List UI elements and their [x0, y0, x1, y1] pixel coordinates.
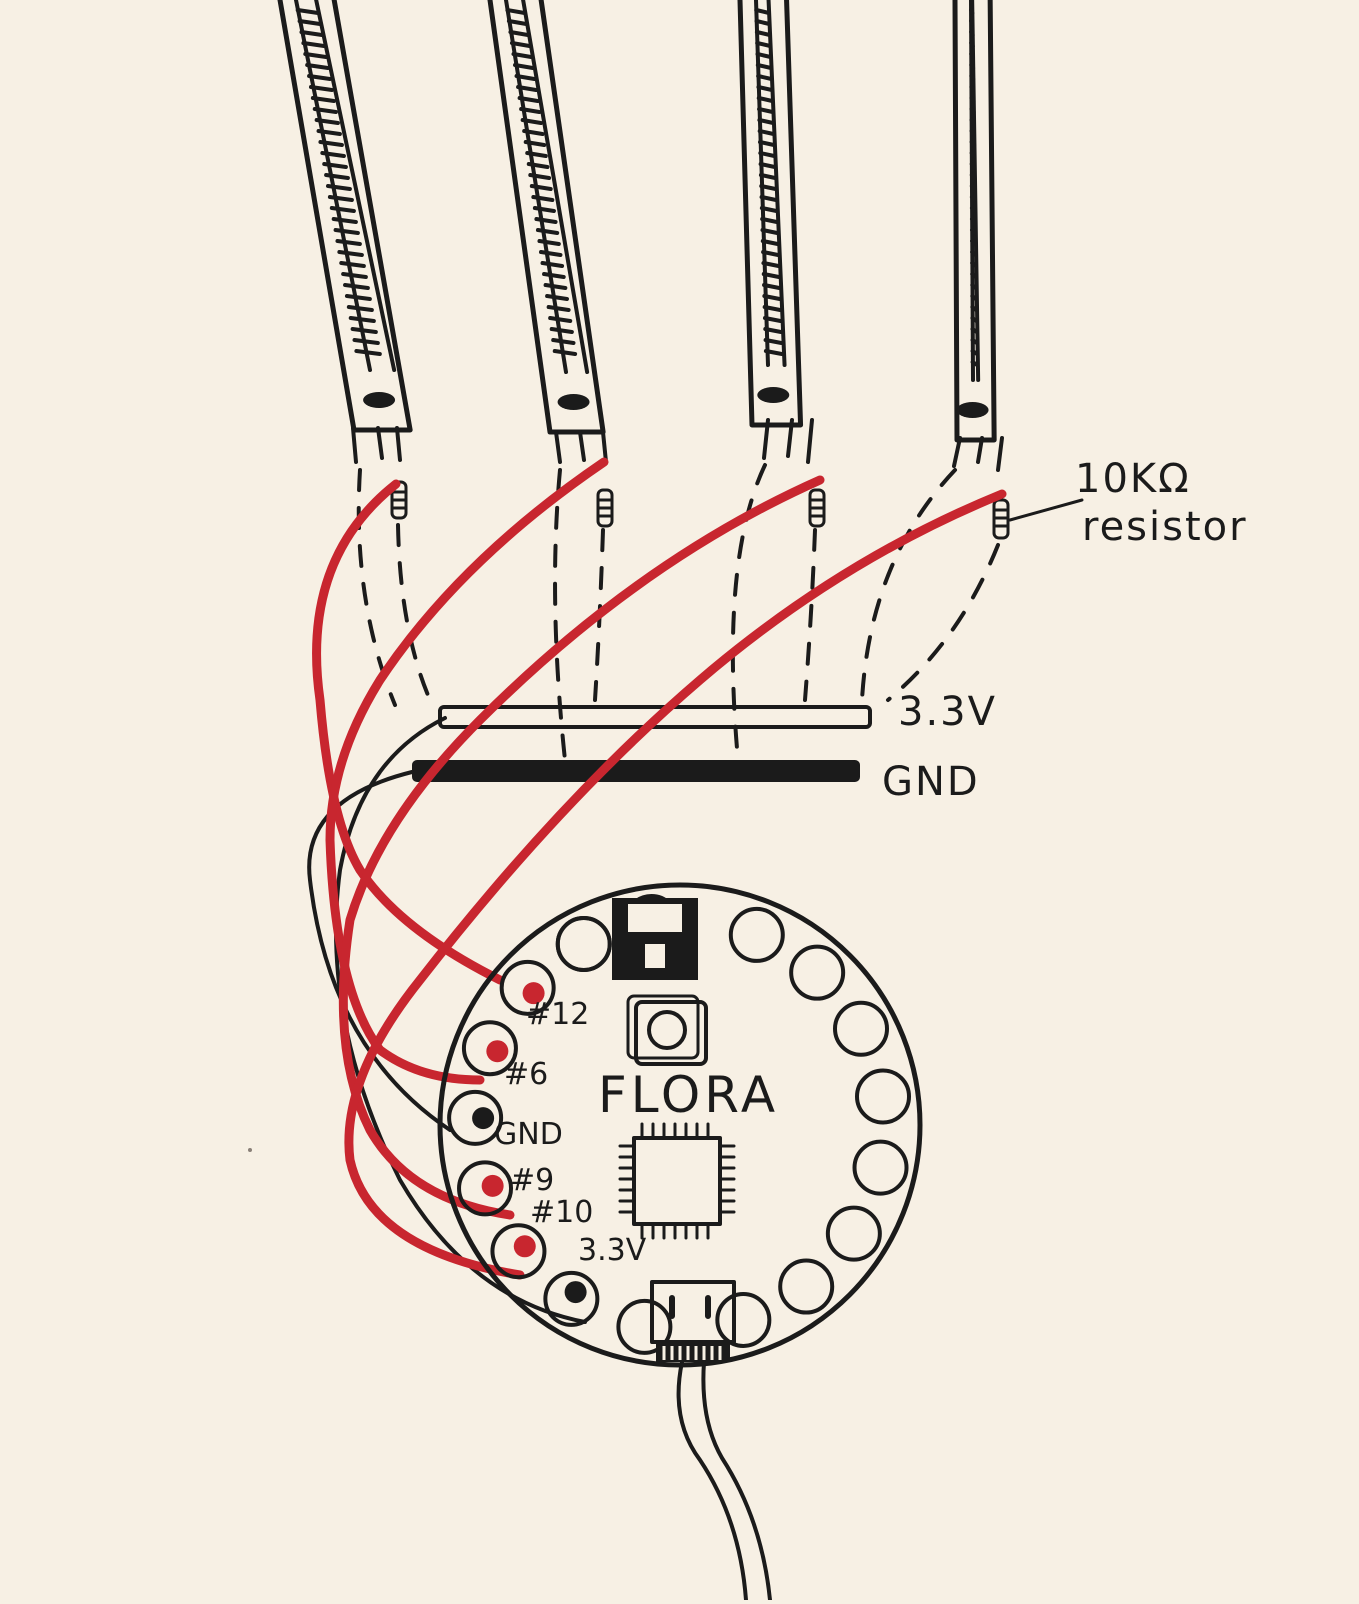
- resistor-word: resistor: [1082, 504, 1248, 550]
- battery-connector: [650, 1280, 736, 1362]
- resistor-4: [992, 498, 1010, 540]
- resistor-callout-line: [1008, 498, 1084, 522]
- pin-label-3v3: 3.3V: [578, 1233, 647, 1268]
- board-pad: [616, 1298, 673, 1355]
- board-pad: [852, 1139, 909, 1196]
- flex-sensor-3: [737, 0, 804, 428]
- ground-rail-label: GND: [882, 759, 980, 805]
- board-pad: [825, 1205, 882, 1262]
- board-pad: [789, 944, 846, 1001]
- red-wires: [312, 457, 1007, 1280]
- rails: 3.3V GND: [412, 689, 997, 805]
- sensor-legs: [351, 418, 1004, 472]
- pin-label-gnd: GND: [494, 1117, 563, 1152]
- board-pads: [447, 893, 912, 1355]
- pin-label-9: #9: [510, 1163, 554, 1198]
- resistors: [390, 480, 1084, 540]
- board-pad: [728, 906, 785, 963]
- board-pad: [833, 1000, 890, 1057]
- flex-sensor-4: [952, 0, 997, 443]
- board-name: FLORA: [598, 1066, 779, 1124]
- board-pad: [555, 915, 612, 972]
- resistor-3: [808, 488, 826, 528]
- board-pad: [461, 1020, 518, 1077]
- flex-sensor-2: [487, 0, 606, 435]
- power-rail: [438, 705, 872, 729]
- usb-cable: [676, 1360, 748, 1602]
- flex-sensors: [277, 0, 997, 443]
- pin-label-10: #10: [530, 1195, 593, 1230]
- flex-sensor-1: [277, 0, 413, 433]
- pin-label-12: #12: [526, 997, 589, 1032]
- board-pad: [543, 1270, 600, 1327]
- board-pad: [457, 1160, 514, 1217]
- resistor-value: 10KΩ: [1075, 456, 1191, 502]
- power-rail-label: 3.3V: [898, 689, 997, 735]
- ground-rail: [412, 760, 860, 782]
- jst-connector: [612, 898, 698, 980]
- reset-button: [626, 994, 708, 1066]
- microcontroller-chip: [618, 1122, 736, 1240]
- board-pad: [855, 1068, 912, 1125]
- board-pad: [715, 1291, 772, 1348]
- flora-board: FLORA #12 #6 GND #9 #10 3.3V: [437, 882, 923, 1602]
- board-pad: [778, 1258, 835, 1315]
- board-pad: [490, 1223, 547, 1280]
- resistor-2: [596, 488, 614, 528]
- board-pad: [499, 959, 556, 1016]
- pin-label-6: #6: [504, 1057, 548, 1092]
- board-pad: [447, 1089, 504, 1146]
